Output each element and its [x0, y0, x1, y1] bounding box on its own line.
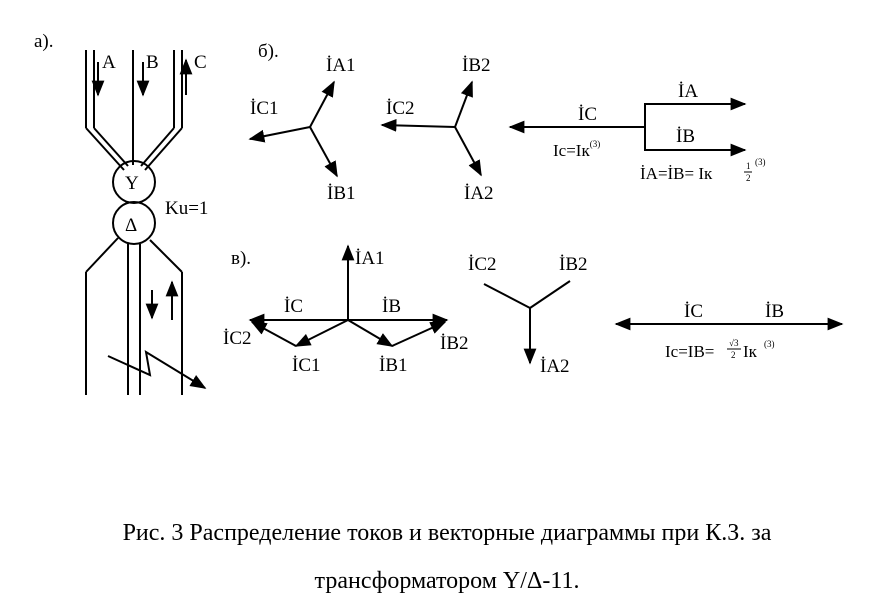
phase-b-label: B: [146, 52, 159, 73]
vector-ic2-star: [483, 283, 531, 309]
label-ib-result-c: İB: [765, 301, 784, 322]
label-ic1: İC1: [250, 98, 279, 119]
vector-ia-result: [644, 97, 747, 127]
label-ib1: İB1: [327, 183, 356, 204]
caption-line-2: трансформатором Y/Δ-11.: [314, 568, 580, 594]
equation-ia-ib: İA=İB= Iк 1 2 (3): [640, 157, 766, 183]
label-ic2-star: İC2: [468, 254, 497, 275]
svg-text:İA=İB= Iк: İA=İB= Iк: [640, 164, 713, 183]
delta-winding-circle: [112, 201, 156, 245]
vector-star-positive: [248, 80, 338, 178]
phase-a-label: A: [102, 52, 116, 73]
label-ic-result: İC: [578, 104, 597, 125]
svg-text:(3): (3): [755, 157, 766, 167]
equation-ic: Ic=Iк(3): [553, 139, 600, 160]
label-ic1-c: İC1: [292, 355, 321, 376]
vector-resultant-b: [508, 97, 747, 157]
vector-ic2-c: [250, 321, 297, 347]
caption-line-1: Рис. 3 Распределение токов и векторные д…: [122, 520, 772, 546]
vector-ib2-c: [391, 321, 447, 347]
svg-text:2: 2: [731, 350, 736, 360]
phase-a-bend: [85, 127, 125, 171]
vector-diagram-sum: [248, 244, 449, 347]
star-symbol: Y: [125, 173, 139, 194]
label-ia2-star: İA2: [540, 356, 570, 377]
vector-ia1: [309, 80, 335, 128]
label-ia1-c: İA1: [355, 248, 385, 269]
label-ia2: İA2: [464, 183, 494, 204]
label-ib2-c: İB2: [440, 333, 469, 354]
label-ic2: İC2: [386, 98, 415, 119]
svg-text:Iк: Iк: [743, 342, 758, 361]
vector-ic2: [380, 118, 456, 132]
label-ib2: İB2: [462, 55, 491, 76]
vector-ib1: [309, 126, 338, 178]
vector-ia2: [454, 126, 482, 177]
vector-ib2-star: [529, 280, 571, 309]
label-ib-c: İB: [382, 296, 401, 317]
svg-text:1: 1: [746, 161, 751, 171]
svg-text:√3: √3: [729, 338, 739, 348]
ratio-label: Ku=1: [165, 198, 208, 219]
vector-ib-result: [644, 127, 747, 157]
panel-a-label: а).: [34, 31, 54, 52]
panel-b-label: б).: [258, 41, 279, 62]
label-ia-result: İA: [678, 81, 698, 102]
label-ic-c: İC: [284, 296, 303, 317]
label-ib2-star: İB2: [559, 254, 588, 275]
label-ic2-c: İC2: [223, 328, 252, 349]
vector-ic1-c: [294, 319, 349, 347]
panel-c-label: в).: [231, 248, 251, 269]
vector-star-negative-c: [483, 280, 571, 365]
circuit-labels: A B C Y Δ Ku=1: [102, 52, 208, 236]
svg-text:Ic=IB=: Ic=IB=: [665, 342, 714, 361]
svg-text:(3): (3): [764, 339, 775, 349]
vector-ib2: [454, 80, 473, 128]
label-ib-result: İB: [676, 126, 695, 147]
short-circuit-symbol: [107, 349, 207, 389]
vector-ic1: [248, 126, 311, 143]
label-ia1: İA1: [326, 55, 356, 76]
svg-text:2: 2: [746, 173, 751, 183]
vector-ib1-c: [347, 319, 394, 347]
vector-star-negative: [380, 80, 482, 177]
label-ic-result-c: İC: [684, 301, 703, 322]
phase-c-label: C: [194, 52, 207, 73]
equation-ic-ib: Ic=IB= √3 2 Iк (3): [665, 338, 775, 361]
label-ib1-c: İB1: [379, 355, 408, 376]
circuit-diagram: а).: [34, 31, 207, 395]
delta-symbol: Δ: [125, 215, 137, 236]
phase-c-bend: [144, 127, 183, 171]
